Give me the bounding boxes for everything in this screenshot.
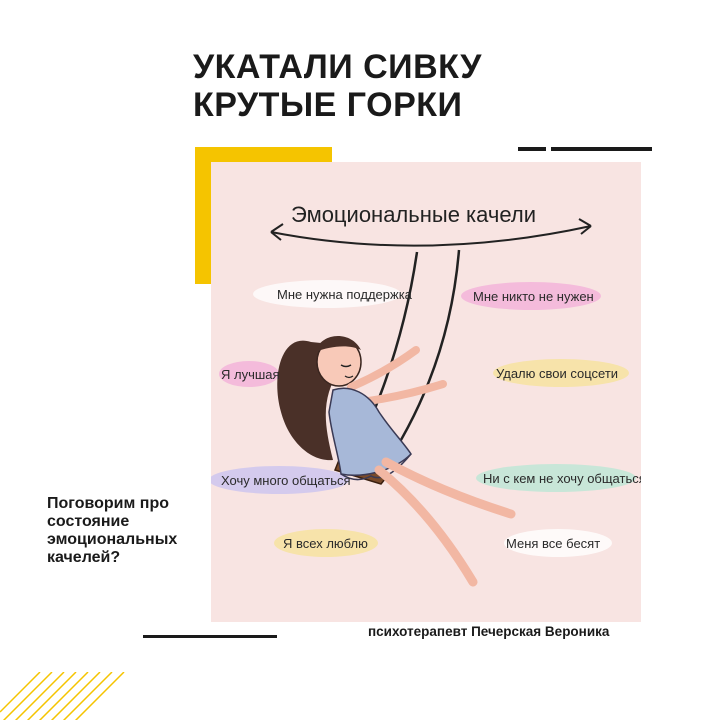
blob-best (219, 361, 279, 387)
yellow-hatch-decoration (0, 672, 125, 720)
label-love-all: Я всех люблю (283, 536, 368, 551)
blob-nobody (461, 282, 601, 310)
post-title: УКАТАЛИ СИВКУ КРУТЫЕ ГОРКИ (193, 48, 482, 124)
arc-arrow-left (270, 223, 284, 241)
side-question: Поговорим про состояние эмоциональных ка… (47, 495, 217, 567)
label-want-talk: Хочу много общаться (221, 473, 351, 488)
girl-leg-2 (374, 465, 478, 587)
girl-smile (344, 375, 354, 379)
swing-arc (270, 225, 592, 247)
yellow-corner-frame (195, 147, 332, 284)
girl-arm-low (357, 380, 447, 406)
author-credit: психотерапевт Печерская Вероника (368, 624, 610, 639)
blob-no-talk (476, 464, 636, 492)
label-delete-social: Удалю свои соцсети (496, 366, 618, 381)
decor-dash-short (518, 147, 546, 151)
girl-eye (340, 364, 352, 368)
decor-bottom-line (143, 635, 277, 638)
swing-title: Эмоциональные качели (291, 202, 536, 227)
label-support: Мне нужна поддержка (277, 287, 413, 302)
girl-leg-1 (381, 457, 516, 519)
side-line-1: Поговорим про (47, 495, 169, 512)
title-line-1: УКАТАЛИ СИВКУ (193, 48, 482, 86)
blob-delete (493, 359, 629, 387)
label-best: Я лучшая (221, 367, 280, 382)
arc-arrow-right (578, 218, 592, 235)
title-line-2: КРУТЫЕ ГОРКИ (193, 86, 463, 124)
blob-want-talk (211, 466, 349, 494)
decor-dash-long (551, 147, 652, 151)
side-line-2: состояние (47, 513, 130, 530)
girl-bangs (315, 335, 361, 352)
side-line-4: качелей? (47, 549, 121, 566)
blob-support (253, 280, 401, 308)
swing-illustration: Эмоциональные качели Мне нужна поддержка… (211, 202, 641, 587)
label-annoyed: Меня все бесят (506, 536, 600, 551)
label-no-talk: Ни с кем не хочу общаться (483, 471, 641, 486)
girl-dress (328, 387, 412, 476)
blob-annoyed (504, 529, 612, 557)
label-blobs (211, 280, 636, 557)
blob-love (274, 529, 378, 557)
girl-arm-up (347, 346, 420, 391)
side-line-3: эмоциональных (47, 531, 178, 548)
label-nobody-needs: Мне никто не нужен (473, 289, 594, 304)
